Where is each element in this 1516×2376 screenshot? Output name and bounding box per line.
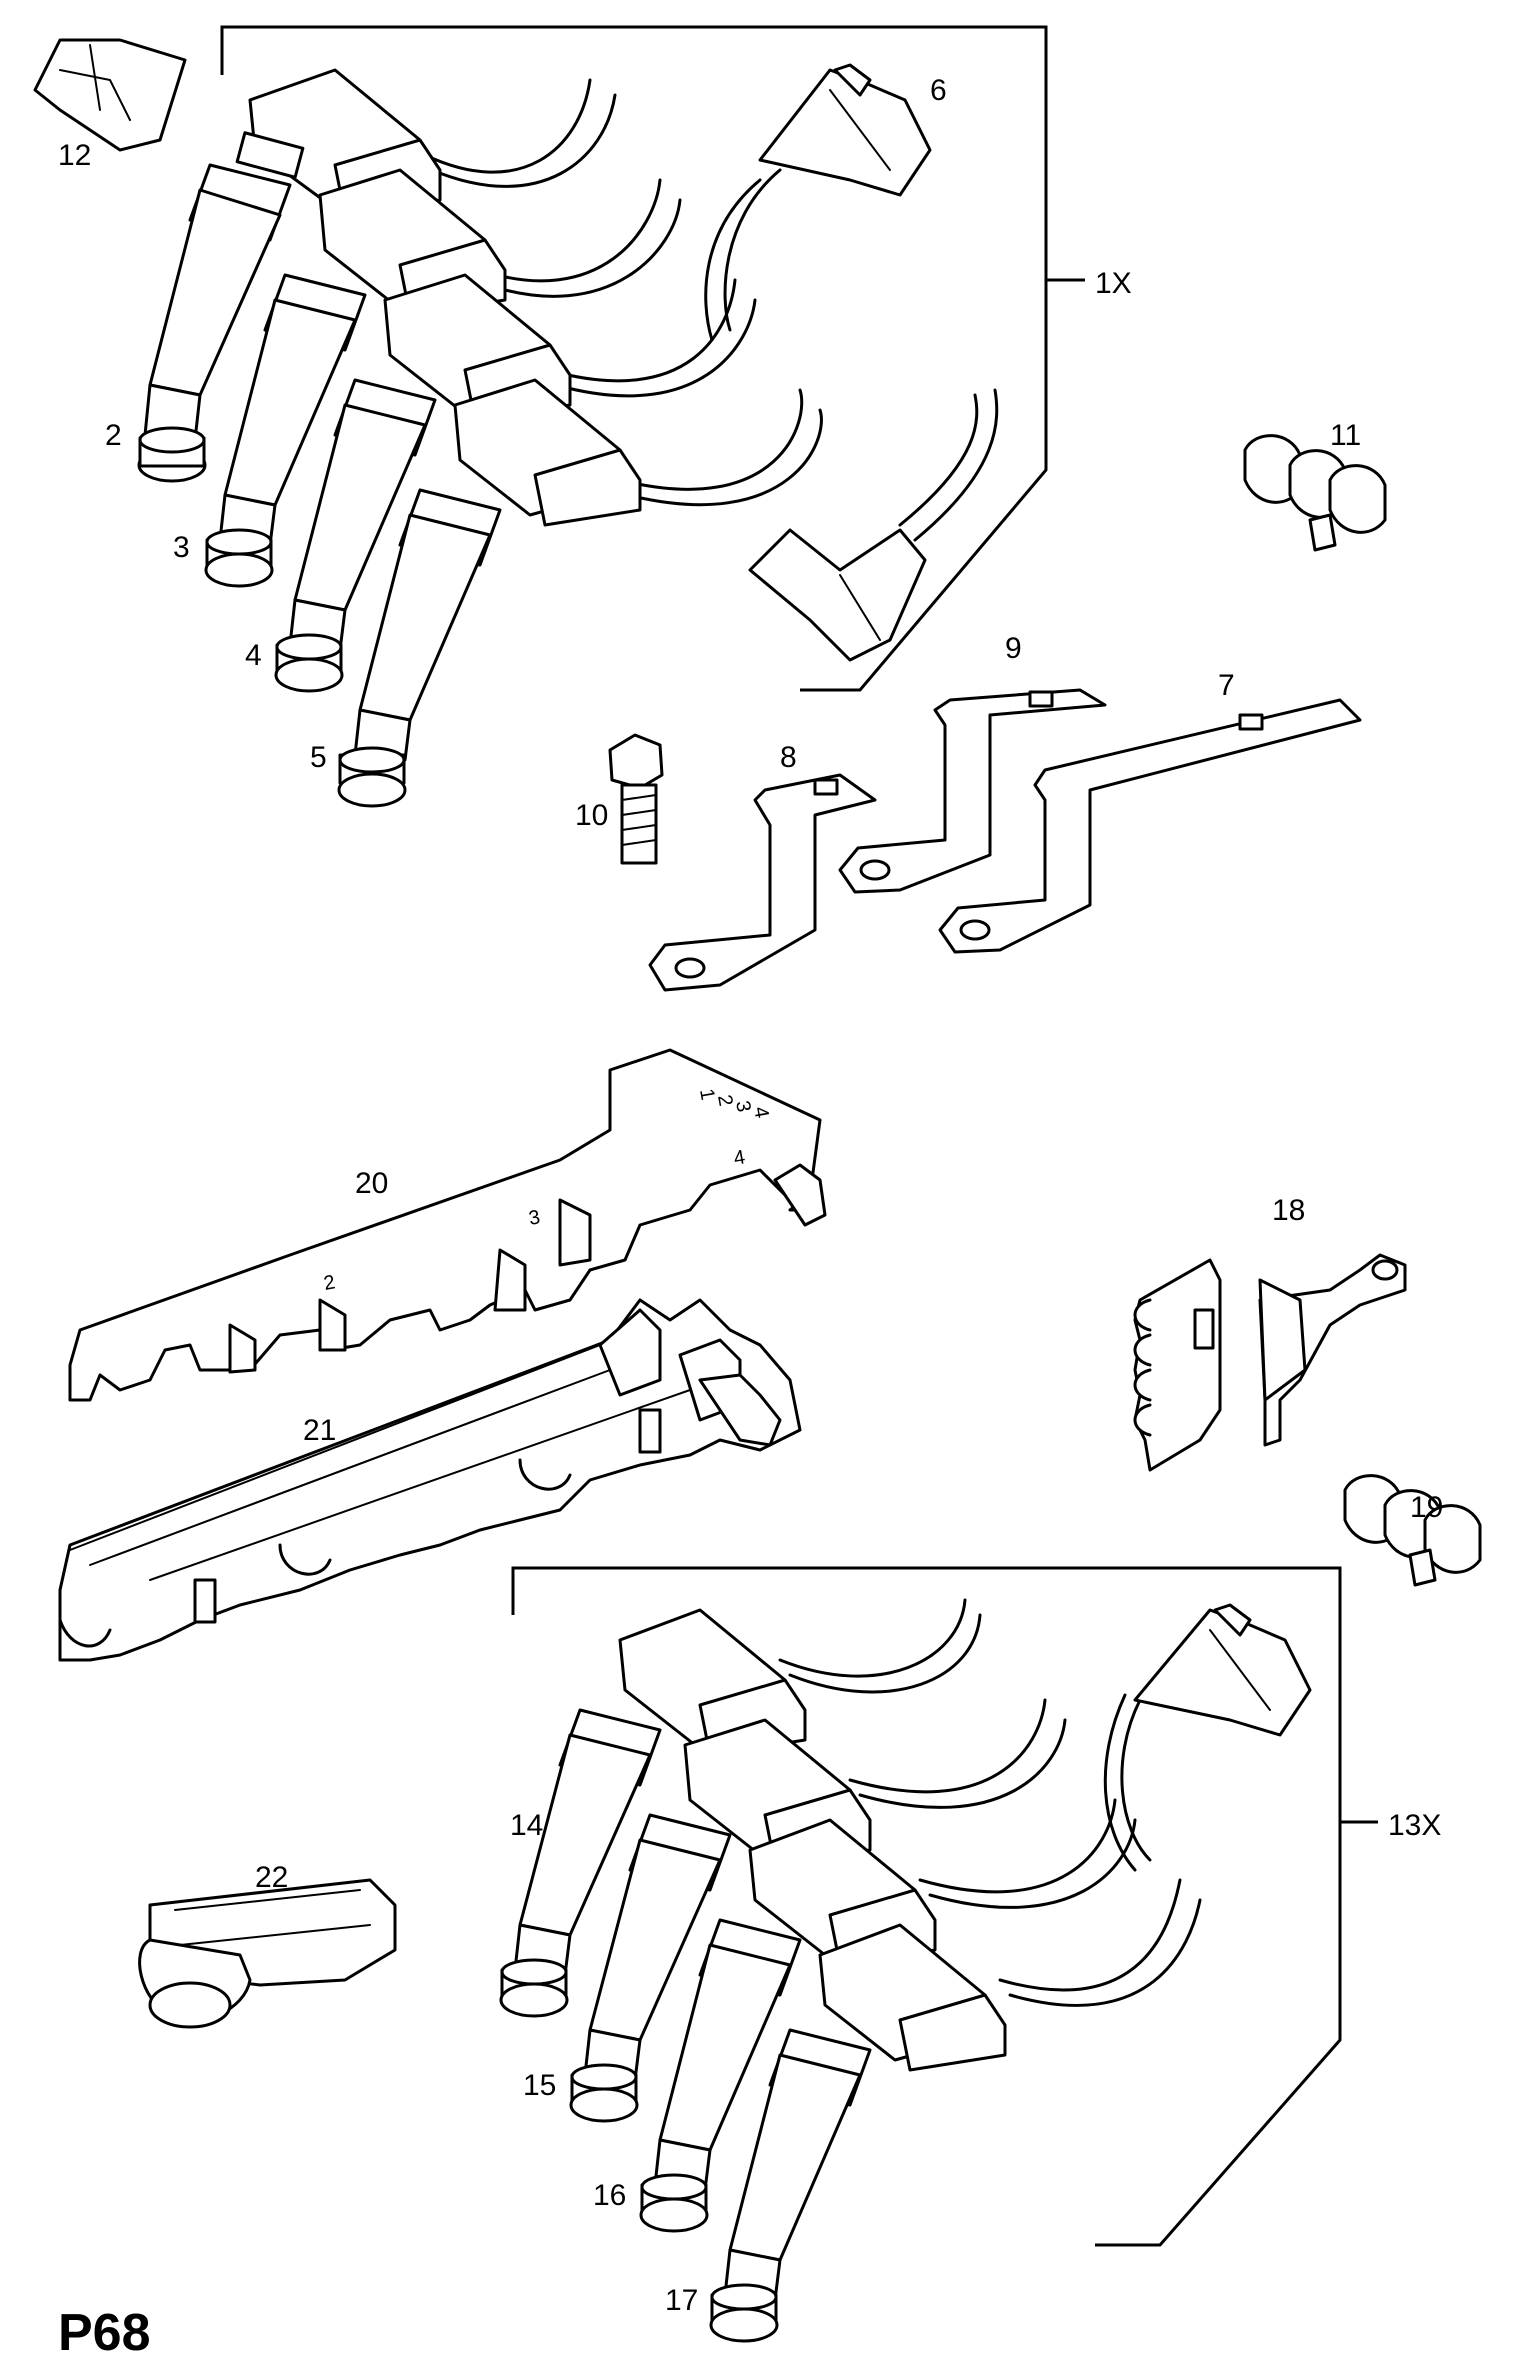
bolt-10 xyxy=(608,733,664,865)
callout-8: 8 xyxy=(780,741,797,774)
page-code: P68 xyxy=(58,2304,151,2362)
bracket-1x xyxy=(220,25,1048,692)
callout-6: 6 xyxy=(930,74,947,107)
coil-cover-20: 1 2 3 4 2 3 4 xyxy=(68,1048,827,1402)
callout-11: 11 xyxy=(1330,419,1361,452)
callout-9: 9 xyxy=(1005,632,1022,665)
clip-11 xyxy=(1243,434,1387,552)
coil-boot-2 xyxy=(137,68,442,483)
callout-15: 15 xyxy=(523,2069,556,2102)
callout-12: 12 xyxy=(58,139,91,172)
ignition-lead-set-upper xyxy=(137,25,1085,808)
retaining-plate xyxy=(1133,1258,1222,1472)
bracket-13x xyxy=(511,1566,1342,2247)
bracket-7 xyxy=(938,698,1362,954)
coil-boot-17 xyxy=(709,1923,1007,2343)
callout-7: 7 xyxy=(1218,669,1235,702)
callout-22: 22 xyxy=(255,1861,288,1894)
callout-3: 3 xyxy=(173,531,190,564)
bracket-18 xyxy=(1258,1253,1407,1447)
svg-text:4: 4 xyxy=(732,1146,747,1170)
coil-boot-5 xyxy=(337,378,642,808)
callout-21: 21 xyxy=(303,1414,336,1447)
callout-16: 16 xyxy=(593,2179,626,2212)
clip-12 xyxy=(33,38,187,152)
callout-14: 14 xyxy=(510,1809,543,1842)
callout-13x: 13X xyxy=(1388,1809,1441,1842)
cover-numbers: 1 2 3 4 2 3 4 xyxy=(322,1087,773,1295)
clip-19 xyxy=(1343,1474,1482,1587)
svg-text:2: 2 xyxy=(713,1093,737,1108)
plug-connector-lower xyxy=(748,528,927,662)
svg-text:3: 3 xyxy=(731,1099,755,1114)
coil-rail-21 xyxy=(58,1298,802,1662)
callout-5: 5 xyxy=(310,741,327,774)
callout-20: 20 xyxy=(355,1167,388,1200)
callout-labels: 1X 2 3 4 5 6 7 8 9 10 11 12 13X 14 15 16… xyxy=(58,74,1443,2317)
svg-text:1: 1 xyxy=(695,1087,719,1102)
callout-17: 17 xyxy=(665,2284,698,2317)
svg-text:2: 2 xyxy=(322,1271,337,1295)
callout-19: 19 xyxy=(1410,1491,1443,1524)
plug-connector-6 xyxy=(758,68,932,197)
plug-connector-22 xyxy=(138,1878,397,2029)
svg-text:3: 3 xyxy=(527,1206,542,1230)
bracket-8 xyxy=(648,773,877,992)
svg-text:4: 4 xyxy=(749,1105,773,1120)
callout-18: 18 xyxy=(1272,1194,1305,1227)
coil-boot-15 xyxy=(569,1718,872,2123)
callout-1x: 1X xyxy=(1095,267,1132,300)
callout-2: 2 xyxy=(105,419,122,452)
callout-10: 10 xyxy=(575,799,608,832)
callout-4: 4 xyxy=(245,639,262,672)
ignition-lead-set-lower xyxy=(499,1566,1378,2343)
plug-connector-13x xyxy=(1133,1608,1312,1737)
bracket-9 xyxy=(838,688,1107,894)
